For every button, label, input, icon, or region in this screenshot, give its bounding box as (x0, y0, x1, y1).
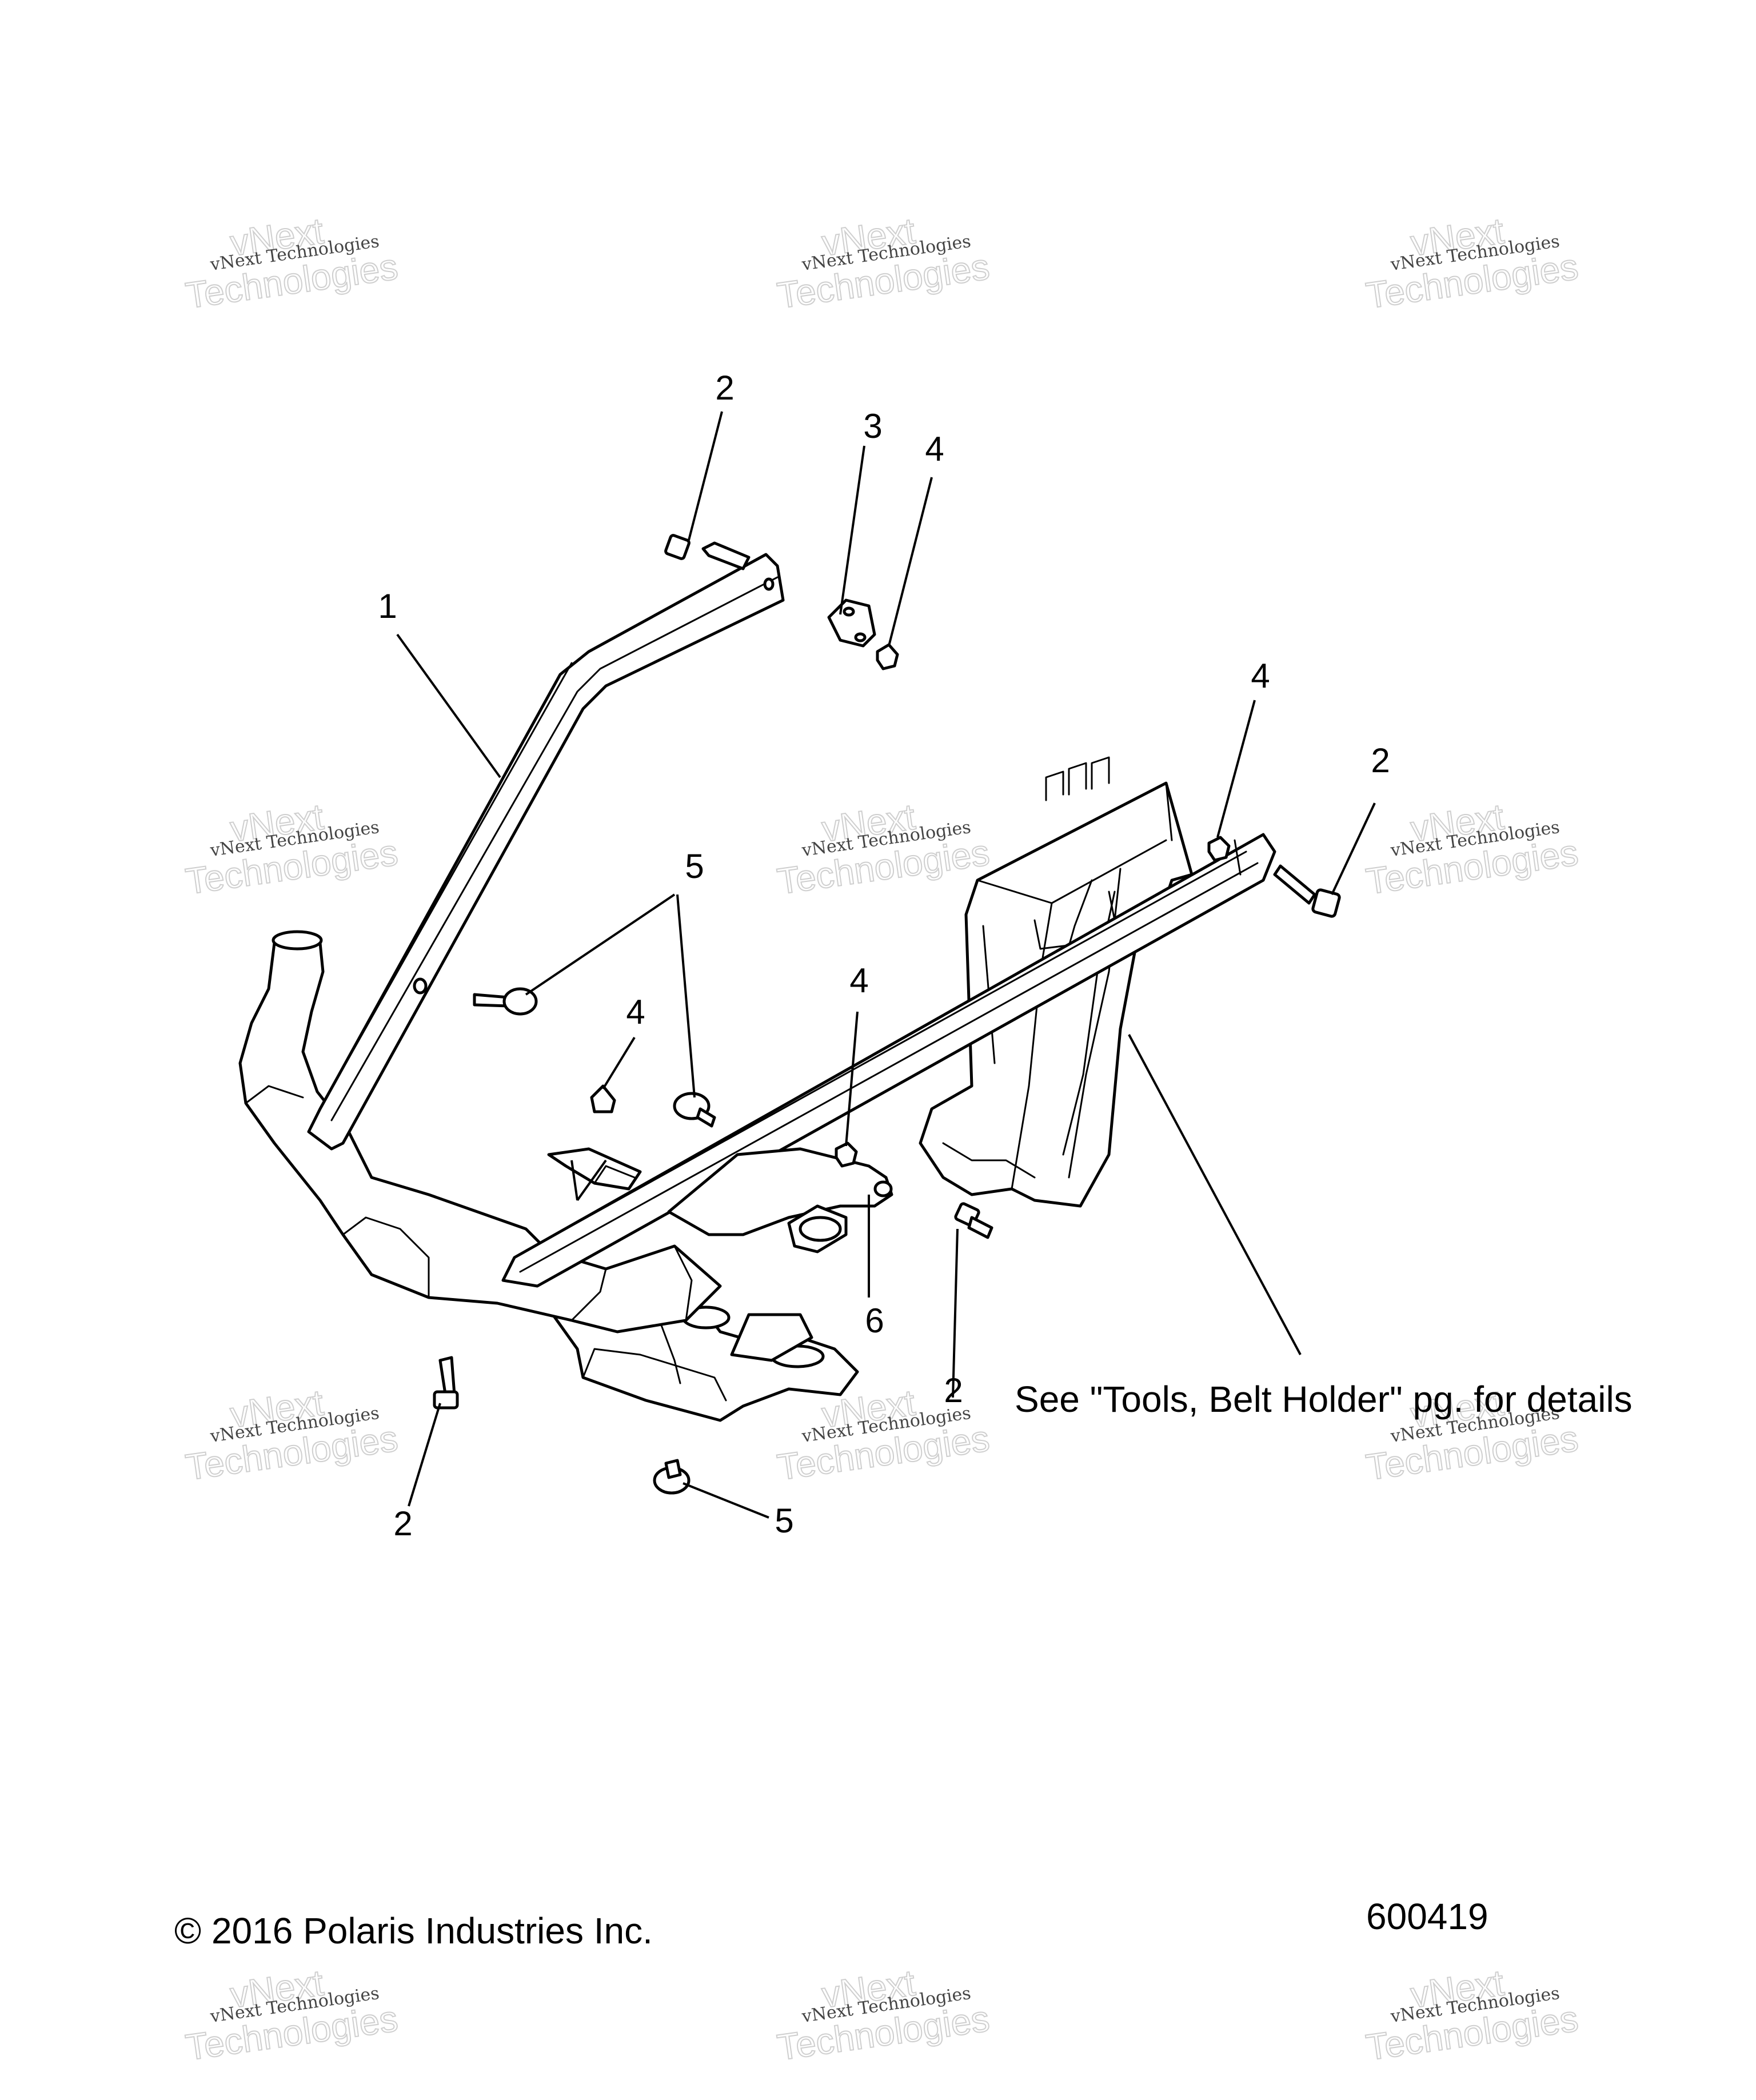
callout-3: 3 (863, 407, 882, 445)
leader-belt-holder (1128, 1034, 1302, 1355)
leader-clip-a (576, 1159, 607, 1201)
fastener-nut-top (876, 643, 899, 670)
center-mount-bracket (547, 1147, 642, 1191)
callout-2-top: 2 (715, 369, 734, 407)
support-strut (667, 1147, 893, 1253)
callout-4-right: 4 (1251, 657, 1270, 695)
callout-4-left: 4 (626, 993, 645, 1031)
callout-2-lower: 2 (393, 1504, 412, 1543)
watermark-ml: vNext vNext Technologies Technologies (182, 795, 401, 903)
fastener-plate (827, 598, 876, 648)
leader-2-center (952, 1228, 959, 1398)
leader-2-right (1331, 803, 1376, 895)
watermark-grid: vNext vNext Technologies Technologies vN… (182, 209, 1581, 2069)
callout-5-upper: 5 (685, 847, 704, 885)
leader-4-top (888, 477, 933, 646)
fastener-push-rivet-mid (673, 1092, 716, 1128)
leader-5-lower (683, 1482, 769, 1519)
watermark-bl: vNext vNext Technologies Technologies (182, 1961, 401, 2069)
callout-4-center: 4 (849, 961, 868, 1000)
leader-4-right (1216, 700, 1256, 838)
leader-4-left (602, 1036, 636, 1090)
watermark-tr: vNext vNext Technologies Technologies (1363, 209, 1581, 317)
copyright-notice: © 2016 Polaris Industries Inc. (174, 1910, 653, 1951)
fastener-bolt-top (664, 534, 751, 570)
front-bumper-tube (238, 930, 722, 1334)
leader-1 (396, 633, 501, 778)
watermark-tc: vNext vNext Technologies Technologies (774, 209, 992, 317)
watermark-mc: vNext vNext Technologies Technologies (774, 795, 992, 903)
leader-2-top (688, 411, 723, 541)
callout-4-top: 4 (925, 430, 944, 468)
leader-5-b (676, 894, 696, 1098)
callout-5-lower: 5 (775, 1502, 793, 1540)
belt-holder-reference-note: See "Tools, Belt Holder" pg. for details (1015, 1379, 1633, 1420)
fastener-bolt-lower (433, 1356, 459, 1410)
fastener-clip-nut (590, 1084, 616, 1113)
fastener-push-rivet-upper (473, 987, 538, 1016)
bumper-cross-bar (501, 833, 1276, 1288)
fastener-bolt-right (1273, 864, 1341, 918)
leader-3 (839, 445, 865, 615)
watermark-br: vNext vNext Technologies Technologies (1363, 1961, 1581, 2069)
leader-2-lower (408, 1403, 441, 1507)
figure-number: 600419 (1366, 1896, 1488, 1937)
upper-brace-tube (307, 553, 785, 1151)
callout-2-center: 2 (944, 1371, 963, 1410)
watermark-ll: vNext vNext Technologies Technologies (182, 1381, 401, 1488)
leader-4-center (845, 1011, 859, 1147)
watermark-mr: vNext vNext Technologies Technologies (1363, 795, 1581, 903)
leader-lines (396, 411, 1376, 1519)
fastener-bolt-center (954, 1202, 993, 1239)
leader-clip-b (570, 1160, 578, 1201)
callout-6: 6 (865, 1301, 884, 1340)
watermark-tl: vNext vNext Technologies Technologies (182, 209, 401, 317)
callout-1: 1 (378, 587, 397, 625)
callout-2-right: 2 (1371, 741, 1390, 780)
callout-labels: 1 2 3 4 4 2 5 4 4 6 2 2 5 (378, 369, 1390, 1543)
leader-5-a (525, 893, 676, 996)
fastener-push-rivet-lower (653, 1459, 691, 1495)
fastener-nut-right (1207, 836, 1231, 862)
watermark-bc: vNext vNext Technologies Technologies (774, 1961, 992, 2069)
fastener-nut-center (835, 1141, 858, 1168)
